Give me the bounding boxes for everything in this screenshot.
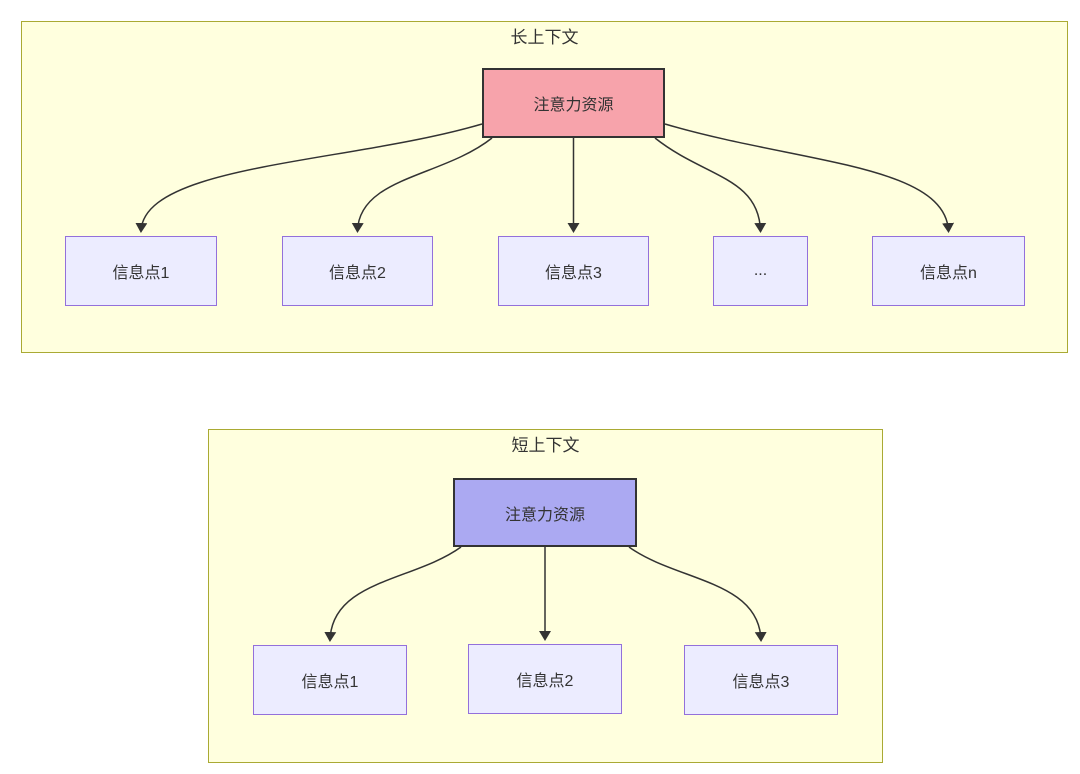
long-info-node-3-label: 信息点3	[545, 265, 602, 282]
long-attention-box: 注意力资源	[482, 68, 665, 138]
short-info-node-1-label: 信息点1	[301, 674, 359, 691]
long-attention-label: 注意力资源	[533, 97, 614, 114]
long-context-title: 长上下文	[510, 28, 579, 47]
long-info-node-ellipsis-label: ...	[753, 262, 768, 279]
long-info-node-1: 信息点1	[65, 236, 217, 306]
long-info-node-3: 信息点3	[498, 236, 649, 306]
short-info-node-3-label: 信息点3	[732, 674, 790, 691]
short-attention-label: 注意力资源	[504, 506, 585, 524]
short-info-node-2: 信息点2	[468, 644, 622, 714]
short-context-title: 短上下文	[511, 436, 580, 455]
long-info-node-2: 信息点2	[282, 236, 433, 306]
short-info-node-3: 信息点3	[684, 645, 838, 715]
long-info-node-1-label: 信息点1	[112, 265, 170, 282]
short-attention-box: 注意力资源	[453, 478, 637, 547]
long-info-node-n-label: 信息点n	[920, 265, 977, 282]
short-info-node-1: 信息点1	[253, 645, 407, 715]
short-info-node-2-label: 信息点2	[516, 673, 574, 690]
long-info-node-ellipsis: ...	[713, 236, 808, 306]
long-info-node-n: 信息点n	[872, 236, 1025, 306]
long-info-node-2-label: 信息点2	[329, 265, 386, 282]
